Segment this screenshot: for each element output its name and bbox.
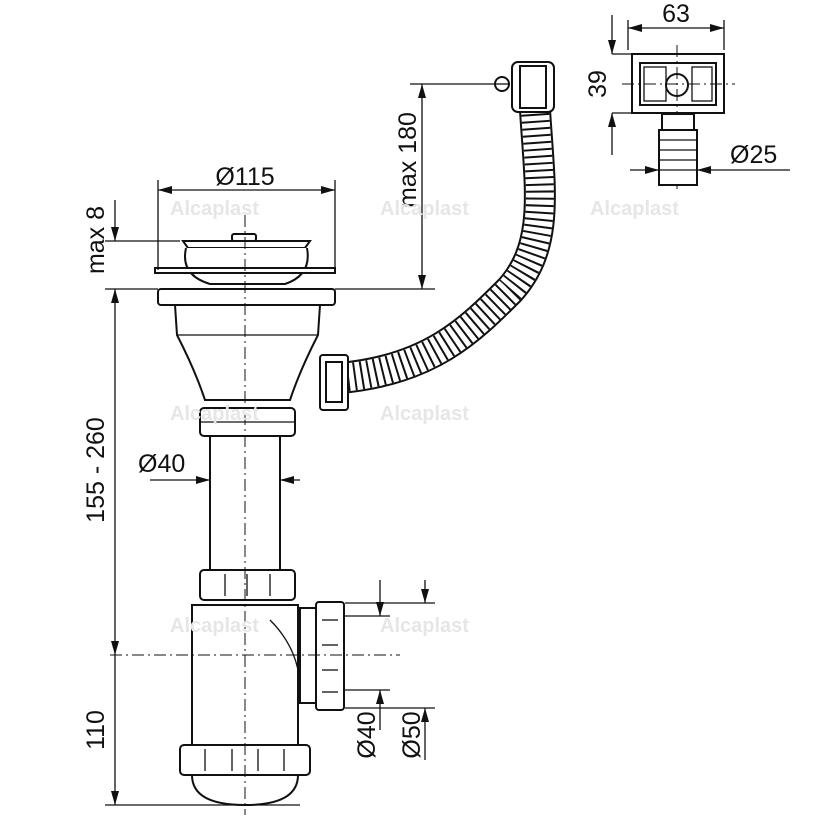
drain-body	[173, 304, 349, 411]
watermark: Alcaplast	[170, 403, 259, 425]
lower-nut	[199, 569, 296, 601]
watermark: Alcaplast	[380, 403, 469, 425]
watermark: Alcaplast	[380, 198, 469, 220]
dim-strainer-height: max 8	[82, 206, 110, 274]
strainer	[154, 233, 336, 306]
overflow-head	[494, 61, 555, 113]
watermark: Alcaplast	[380, 615, 469, 637]
dim-overflow-width: 63	[662, 0, 690, 28]
dim-overflow-head-height: 39	[584, 70, 612, 98]
dim-outlet-outer: Ø50	[398, 711, 426, 758]
watermarks: Alcaplast Alcaplast Alcaplast Alcaplast …	[170, 198, 679, 637]
overflow-hose	[338, 109, 556, 394]
watermark: Alcaplast	[590, 198, 679, 220]
dim-adjustable-height: 155 - 260	[82, 417, 110, 523]
watermark: Alcaplast	[170, 615, 259, 637]
dimension-lines	[105, 83, 495, 806]
dim-strainer-diameter: Ø115	[215, 163, 274, 191]
dim-hose-diameter: Ø25	[730, 141, 777, 169]
dim-outlet-inner: Ø40	[353, 711, 381, 758]
overflow-head-detail	[608, 15, 790, 190]
dim-trap-height: 110	[82, 710, 110, 750]
watermark: Alcaplast	[170, 198, 259, 220]
dim-overflow-height: max 180	[394, 112, 422, 208]
dim-pipe-diameter: Ø40	[138, 450, 185, 478]
